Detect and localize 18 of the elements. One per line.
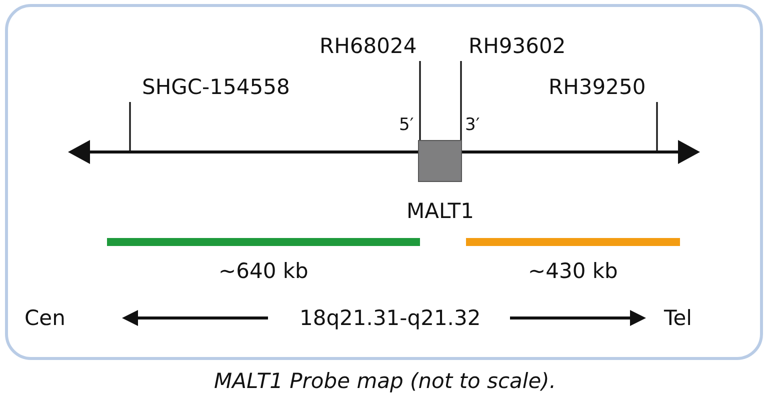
cytoband-label: 18q21.31-q21.32 [300,305,481,331]
strand-end-label: 3′ [465,114,480,137]
leader-line [460,61,462,140]
leader-line [129,102,131,152]
chromosome-line [68,140,700,164]
probe-size-label: ~640 kb [218,258,308,284]
strand-end-label: 5′ [399,114,414,137]
marker-label: RH93602 [468,33,566,59]
marker-label: SHGC-154558 [142,74,290,100]
marker-label: RH68024 [320,33,417,59]
orientation-label: Tel [664,305,692,331]
probe-size-label: ~430 kb [528,258,618,284]
leader-line [419,61,421,140]
caption: MALT1 Probe map (not to scale). [214,368,556,394]
orientation-label: Cen [24,305,66,331]
gene-label: MALT1 [406,198,474,224]
leader-line [656,102,658,152]
marker-label: RH39250 [548,74,646,100]
